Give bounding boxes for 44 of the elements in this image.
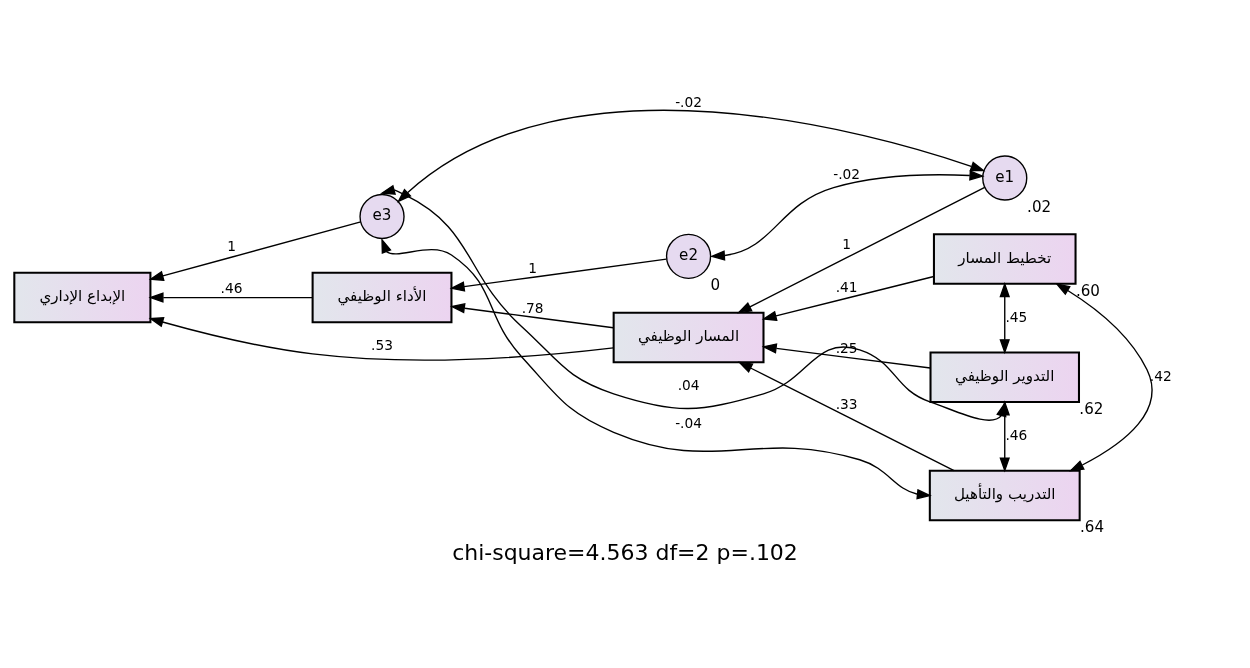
edge-label: 1 bbox=[842, 236, 852, 253]
arrow bbox=[1055, 282, 1153, 472]
arrow bbox=[148, 317, 615, 361]
edge-label: .46 bbox=[220, 280, 243, 297]
node-circle: e2 bbox=[665, 233, 712, 279]
caption: chi-square=4.563 df=2 p=.102 bbox=[452, 539, 798, 565]
node-label: .60 bbox=[1075, 281, 1100, 300]
edge-label: .46 bbox=[1005, 426, 1028, 443]
node-circle: e1 bbox=[982, 155, 1028, 201]
edge-label: .78 bbox=[521, 299, 544, 316]
edge-label: .33 bbox=[835, 395, 858, 412]
node-label: .62 bbox=[1079, 400, 1104, 419]
edge-label: -.02 bbox=[675, 93, 702, 110]
arrow bbox=[148, 292, 314, 303]
edge-label: 1 bbox=[227, 237, 236, 254]
node-box: تخطيط المسار bbox=[932, 233, 1077, 285]
arrow bbox=[999, 400, 1011, 473]
arrow bbox=[761, 275, 935, 321]
node-label: .64 bbox=[1080, 518, 1105, 537]
node-box: المسار الوظيفي bbox=[612, 311, 765, 364]
node-label: 0 bbox=[710, 276, 721, 295]
node-label: .02 bbox=[1027, 198, 1052, 217]
arrow bbox=[999, 282, 1011, 355]
arrow bbox=[381, 237, 932, 500]
arrow bbox=[737, 361, 955, 472]
node-box: الأداء الوظيفي bbox=[311, 271, 453, 324]
node-box: التدوير الوظيفي bbox=[929, 351, 1080, 404]
edge-label: 1 bbox=[528, 259, 537, 276]
arrow bbox=[761, 343, 931, 369]
arrow bbox=[709, 170, 985, 261]
edge-label: .45 bbox=[1005, 308, 1028, 325]
node-circle: e3 bbox=[359, 193, 405, 240]
edge-label: .53 bbox=[371, 336, 393, 353]
edge-label: .42 bbox=[1149, 367, 1172, 384]
node-box: الإبداع الإداري bbox=[13, 271, 152, 324]
edge-label: -.02 bbox=[833, 166, 861, 183]
edge-label: -.04 bbox=[675, 415, 702, 432]
arrow bbox=[736, 186, 986, 314]
arrow bbox=[148, 221, 362, 281]
arrow bbox=[449, 303, 614, 329]
arrow bbox=[449, 258, 667, 292]
edge-label: .04 bbox=[677, 376, 700, 393]
node-box: التدريب والتأهيل bbox=[928, 469, 1081, 522]
edge-label: .41 bbox=[835, 279, 858, 296]
